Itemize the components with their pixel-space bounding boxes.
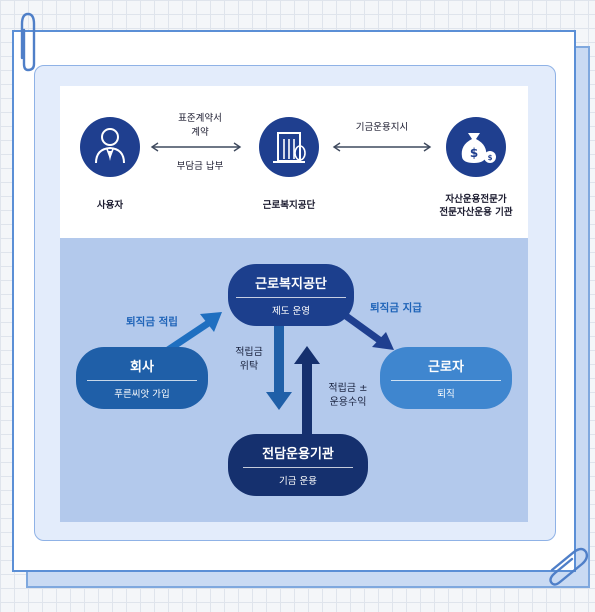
employer-label: 사용자 (96, 200, 124, 211)
worker-node-divider (391, 380, 501, 381)
money-bag-icon: $ $ (461, 133, 496, 163)
return-label-line2: 운용수익 (329, 397, 367, 408)
worker-node-sub: 퇴직 (437, 389, 455, 400)
entrust-label-line1: 적립금 (235, 347, 263, 358)
kcomwel-node-divider (236, 297, 346, 298)
kcomwel-node-title: 근로복지공단 (255, 277, 327, 292)
return-label: 적립금 ± 운용수익 (318, 382, 378, 410)
person-icon (95, 128, 125, 164)
return-arrow (294, 346, 320, 440)
svg-text:$: $ (488, 154, 493, 162)
expert-circle: $ $ (446, 117, 506, 177)
manager-node-sub: 기금 운용 (279, 476, 317, 487)
company-node: 회사 푸른씨앗 가입 (76, 347, 208, 409)
accumulate-label: 퇴직금 적립 (126, 316, 178, 328)
manager-node: 전담운용기관 기금 운용 (228, 434, 368, 496)
instruction-label: 기금운용지시 (355, 122, 409, 133)
contract-label-line1: 표준계약서 (178, 113, 222, 124)
contract-label: 표준계약서 계약 (160, 112, 240, 140)
payment-label: 부담금 납부 (176, 161, 224, 172)
expert-label: 자산운용전문가 전문자산운용 기관 (410, 193, 542, 219)
company-node-divider (87, 380, 197, 381)
contract-label-line2: 계약 (191, 127, 209, 138)
worker-node: 근로자 퇴직 (380, 347, 512, 409)
kcomwel-node: 근로복지공단 제도 운영 (228, 264, 354, 326)
double-arrow-left (150, 142, 242, 152)
employer-circle (80, 117, 140, 177)
kcomwel-circle (259, 117, 319, 177)
paperclip-bottom-icon (549, 547, 589, 586)
accumulate-arrow (166, 312, 222, 353)
company-node-title: 회사 (130, 360, 154, 375)
entrust-arrow (266, 320, 292, 410)
paperclip-top-icon (20, 12, 36, 72)
manager-node-divider (243, 467, 353, 468)
double-arrow-right (332, 142, 432, 152)
svg-text:$: $ (470, 146, 478, 160)
kcomwel-node-sub: 제도 운영 (272, 306, 310, 317)
worker-node-title: 근로자 (428, 360, 464, 375)
pay-label: 퇴직금 지급 (370, 302, 422, 314)
manager-node-title: 전담운용기관 (262, 447, 334, 462)
entrust-label: 적립금 위탁 (228, 346, 270, 374)
company-node-sub: 푸른씨앗 가입 (114, 389, 170, 400)
building-icon (273, 132, 306, 163)
expert-label-line1: 자산운용전문가 (445, 194, 507, 205)
return-label-line1: 적립금 ± (328, 383, 368, 394)
kcomwel-label: 근로복지공단 (262, 200, 316, 211)
expert-label-line2: 전문자산운용 기관 (439, 207, 513, 218)
entrust-label-line2: 위탁 (239, 361, 259, 372)
pay-arrow (343, 313, 394, 350)
